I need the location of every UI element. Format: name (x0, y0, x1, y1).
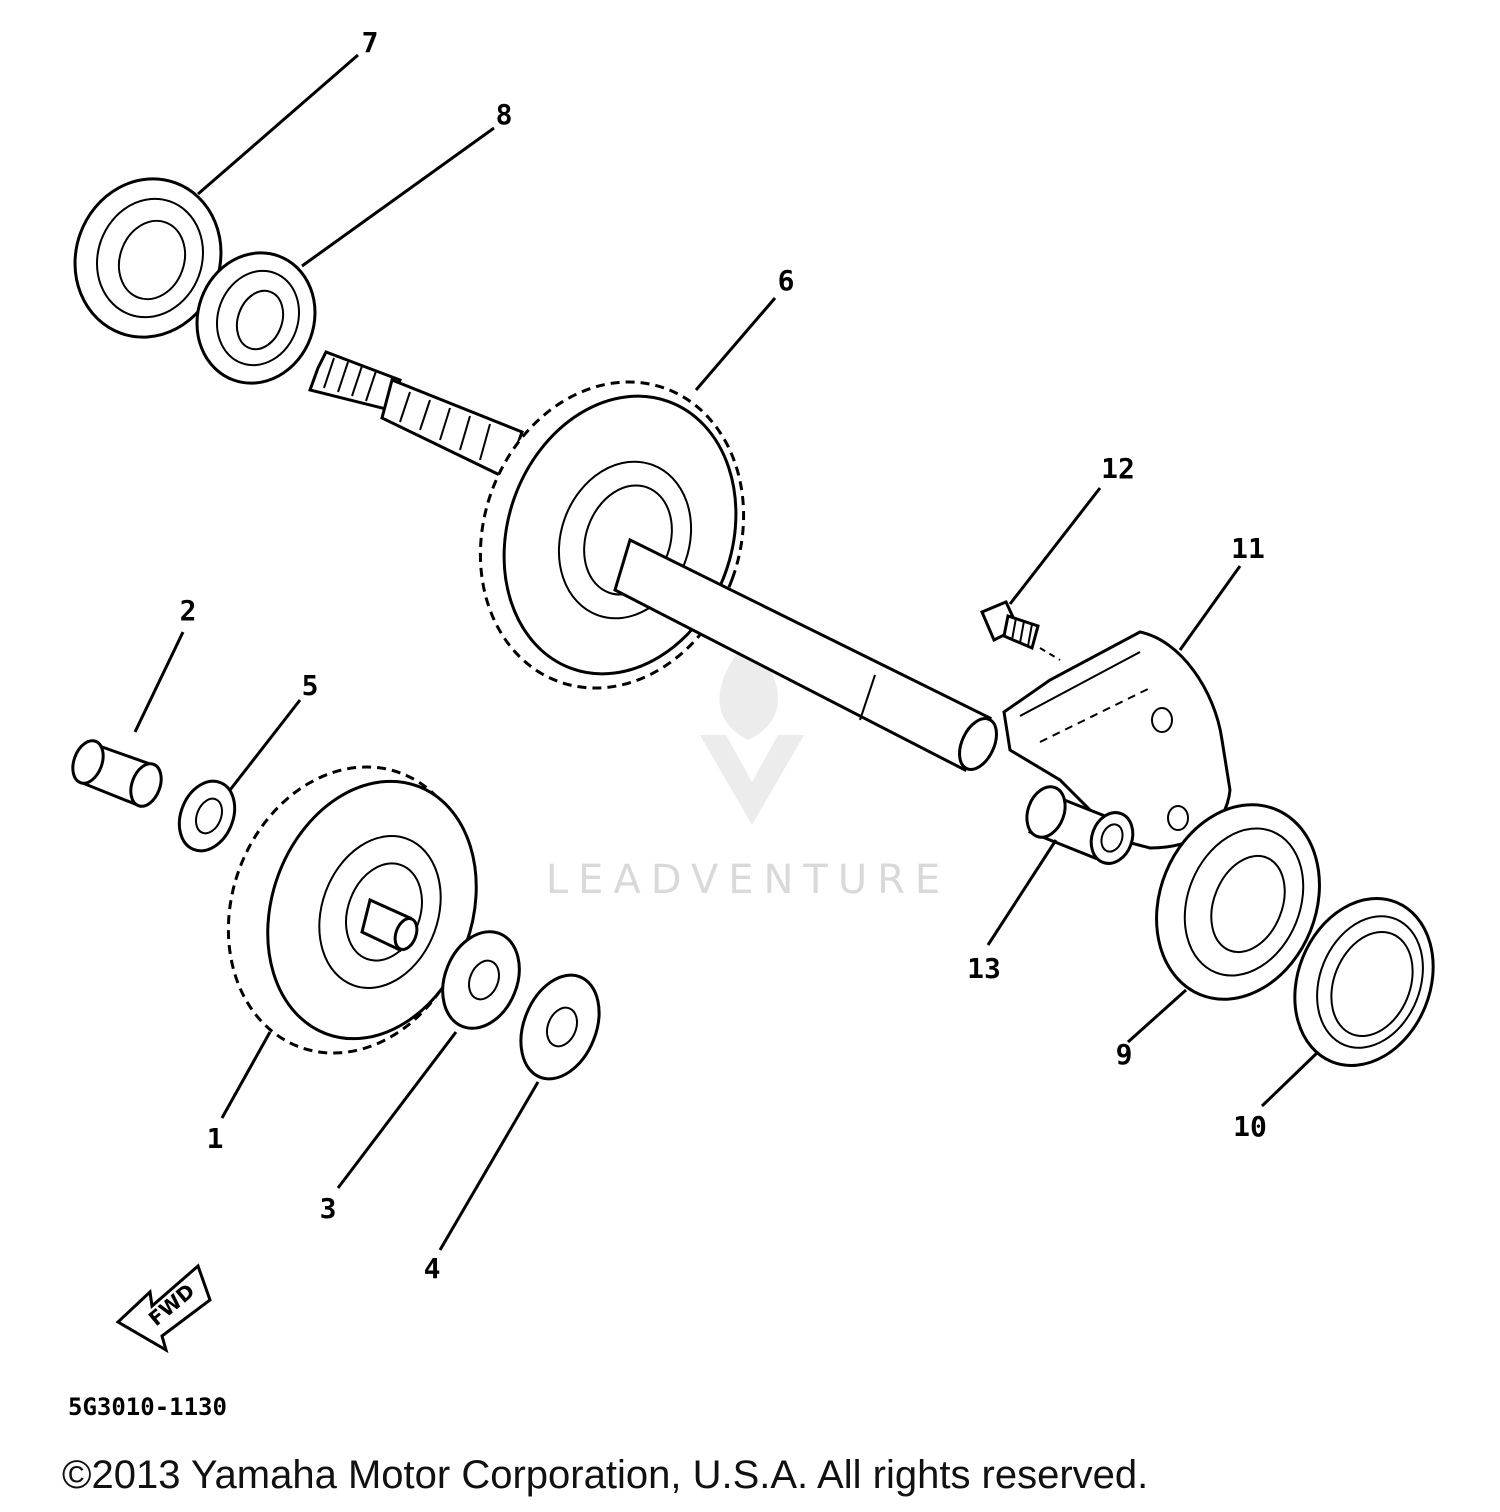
part-11-bracket (1002, 630, 1232, 850)
diagram-part-code: 5G3010-1130 (68, 1393, 227, 1421)
callout-3: 3 (320, 1192, 337, 1225)
part-8-bearing (195, 251, 317, 385)
part-4-washer (519, 973, 601, 1081)
part-5-washer (177, 779, 237, 853)
part-6-shaft-gear (308, 350, 998, 773)
callout-11: 11 (1231, 532, 1265, 565)
callout-1: 1 (207, 1122, 224, 1155)
part-12-bolt (980, 600, 1061, 661)
watermark-text: LEADVENTURE (546, 857, 950, 903)
part-13-collar (1025, 785, 1135, 865)
part-7-bearing (73, 177, 223, 339)
callout-13: 13 (967, 952, 1001, 985)
callout-labels: 1 2 3 4 5 6 7 8 9 10 11 12 13 (180, 26, 1267, 1285)
part-9-bearing (1155, 803, 1321, 1001)
fwd-arrow-icon: FWD (115, 1263, 212, 1354)
leader-lines (133, 53, 1320, 1251)
part-1-gear (226, 765, 478, 1055)
callout-2: 2 (180, 594, 197, 627)
callout-9: 9 (1116, 1038, 1133, 1071)
copyright-notice: ©2013 Yamaha Motor Corporation, U.S.A. A… (62, 1453, 1148, 1497)
callout-7: 7 (362, 26, 379, 59)
watermark: LEADVENTURE (546, 640, 950, 903)
callout-12: 12 (1101, 452, 1135, 485)
callout-5: 5 (302, 669, 319, 702)
callout-8: 8 (496, 98, 513, 131)
callout-4: 4 (424, 1252, 441, 1285)
callout-6: 6 (778, 264, 795, 297)
part-10-oil-seal (1293, 897, 1435, 1067)
callout-10: 10 (1233, 1110, 1267, 1143)
part-3-washer (441, 930, 521, 1030)
part-2-collar (71, 739, 163, 809)
